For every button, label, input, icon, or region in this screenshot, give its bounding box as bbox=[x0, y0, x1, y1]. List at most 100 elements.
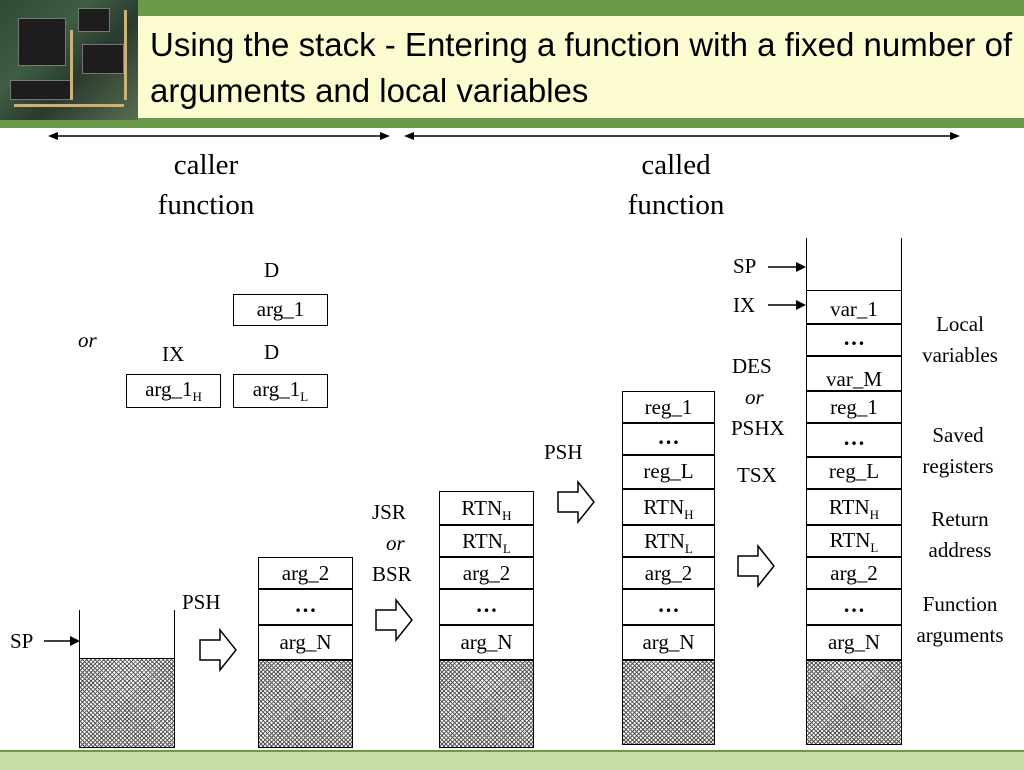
stack4-rtnh-text: RTN bbox=[643, 495, 685, 519]
stack5-rtnh-sub: H bbox=[869, 507, 880, 523]
stack4-dots-text: … bbox=[657, 592, 680, 617]
function-arguments-line1: Function bbox=[922, 592, 998, 616]
stack5-rtnh: RTNH bbox=[806, 489, 902, 525]
stack5-rtnl: RTNL bbox=[806, 525, 902, 557]
stack4-rtnl: RTNL bbox=[622, 525, 715, 557]
stack3-rtnh-sub: H bbox=[502, 508, 512, 524]
stack2-argn: arg_N bbox=[258, 625, 353, 660]
stack2-dots-text: … bbox=[294, 592, 317, 617]
arg1l-sub: L bbox=[300, 389, 309, 405]
des-label: DES bbox=[732, 354, 772, 378]
stack4-rtnh: RTNH bbox=[622, 489, 715, 525]
arg1-box: arg_1 bbox=[233, 294, 328, 326]
stack5-reg1: reg_1 bbox=[806, 391, 902, 423]
stack5-right-wall bbox=[901, 238, 902, 290]
psh-label-1: PSH bbox=[182, 590, 221, 614]
stack5-dots-text: … bbox=[843, 592, 865, 617]
transition-arrow-1 bbox=[199, 628, 237, 672]
stack3-rtnl-sub: L bbox=[502, 541, 511, 557]
function-arguments-line2: arguments bbox=[916, 623, 1004, 647]
arg1h-text: arg_1 bbox=[145, 377, 193, 401]
stack4-reg-dots: … bbox=[622, 423, 715, 455]
arg1l-text: arg_1 bbox=[252, 377, 301, 401]
stack4-dots: … bbox=[622, 589, 715, 625]
stack3-rtnl: RTNL bbox=[439, 525, 534, 557]
called-heading-line2: function bbox=[627, 189, 725, 221]
stack3-dots-text: … bbox=[475, 592, 498, 617]
title-box: Using the stack - Entering a function wi… bbox=[138, 16, 1024, 118]
stack5-reg-dots: … bbox=[806, 423, 902, 457]
stack4-regl: reg_L bbox=[622, 455, 715, 489]
return-address-annotation: Return address bbox=[906, 504, 1014, 566]
stack3-dots: … bbox=[439, 589, 534, 625]
stack4-rtnh-sub: H bbox=[684, 507, 694, 523]
function-arguments-annotation: Function arguments bbox=[904, 589, 1016, 651]
tsx-label: TSX bbox=[737, 463, 777, 487]
stack5-arg2: arg_2 bbox=[806, 557, 902, 589]
slide-title: Using the stack - Entering a function wi… bbox=[150, 26, 1013, 109]
called-span-arrow bbox=[404, 132, 960, 140]
caller-heading-line2: function bbox=[157, 189, 255, 221]
stack4-rtnl-text: RTN bbox=[644, 529, 685, 553]
stack1-used-area bbox=[79, 658, 175, 748]
stack5-varm: var_M bbox=[806, 356, 902, 391]
jsr-or-label: or bbox=[386, 531, 405, 555]
stack5-reg-dots-text: … bbox=[843, 425, 865, 450]
called-heading-line1: called bbox=[641, 149, 711, 181]
local-variables-line2: variables bbox=[922, 343, 998, 367]
stack3-rtnh-text: RTN bbox=[461, 496, 503, 520]
arg1h-sub: H bbox=[192, 389, 202, 405]
stack5-var-dots-text: … bbox=[843, 325, 865, 350]
stack3-used-area bbox=[439, 660, 534, 748]
transition-arrow-2 bbox=[375, 598, 413, 642]
ix-pointer-arrow bbox=[768, 300, 806, 310]
transition-arrow-3 bbox=[557, 480, 595, 524]
stack5-rtnl-text: RTN bbox=[829, 528, 871, 552]
arg1h-box: arg_1H bbox=[126, 374, 221, 408]
called-heading: called function bbox=[596, 145, 756, 225]
circuit-board-image bbox=[0, 0, 138, 120]
bsr-label: BSR bbox=[372, 562, 412, 586]
stack5-var-dots: … bbox=[806, 324, 902, 356]
stack4-used-area bbox=[622, 660, 715, 745]
footer-bar bbox=[0, 750, 1024, 770]
stack5-rtnl-sub: L bbox=[870, 540, 879, 556]
stack4-rtnl-sub: L bbox=[684, 541, 693, 557]
psh-label-2: PSH bbox=[544, 440, 583, 464]
stack5-argn: arg_N bbox=[806, 625, 902, 660]
stack4-arg2: arg_2 bbox=[622, 557, 715, 589]
stack2-dots: … bbox=[258, 589, 353, 625]
stack5-regl: reg_L bbox=[806, 457, 902, 489]
local-variables-line1: Local bbox=[936, 312, 984, 336]
arg1l-box: arg_1L bbox=[233, 374, 328, 408]
or-label: or bbox=[78, 328, 97, 352]
transition-arrow-4 bbox=[737, 544, 775, 588]
return-address-line2: address bbox=[928, 538, 992, 562]
stack5-var1: var_1 bbox=[806, 290, 902, 324]
ix-label-2: IX bbox=[733, 293, 756, 317]
stack5-left-wall bbox=[806, 238, 807, 290]
stack4-reg-dots-text: … bbox=[657, 424, 680, 449]
stack4-argn: arg_N bbox=[622, 625, 715, 660]
header-bar: Using the stack - Entering a function wi… bbox=[0, 0, 1024, 128]
sp-pointer-arrow-2 bbox=[768, 262, 806, 272]
stack2-used-area bbox=[258, 660, 353, 748]
stack5-rtnh-text: RTN bbox=[828, 495, 870, 519]
saved-registers-annotation: Saved registers bbox=[904, 420, 1012, 482]
ix-register-label: IX bbox=[162, 342, 185, 366]
jsr-label: JSR bbox=[372, 500, 406, 524]
sp-label: SP bbox=[10, 629, 34, 653]
local-variables-annotation: Local variables bbox=[906, 309, 1014, 371]
d-register-label: D bbox=[264, 258, 280, 282]
stack3-arg2: arg_2 bbox=[439, 557, 534, 589]
caller-span-arrow bbox=[48, 132, 390, 140]
sp-label-2: SP bbox=[733, 254, 757, 278]
stack2-arg2: arg_2 bbox=[258, 557, 353, 589]
stack5-used-area bbox=[806, 660, 902, 745]
stack3-rtnl-text: RTN bbox=[462, 529, 503, 553]
caller-heading: caller function bbox=[126, 145, 286, 225]
des-or-label: or bbox=[745, 385, 764, 409]
pshx-label: PSHX bbox=[731, 416, 785, 440]
stack3-argn: arg_N bbox=[439, 625, 534, 660]
stack3-rtnh: RTNH bbox=[439, 491, 534, 525]
